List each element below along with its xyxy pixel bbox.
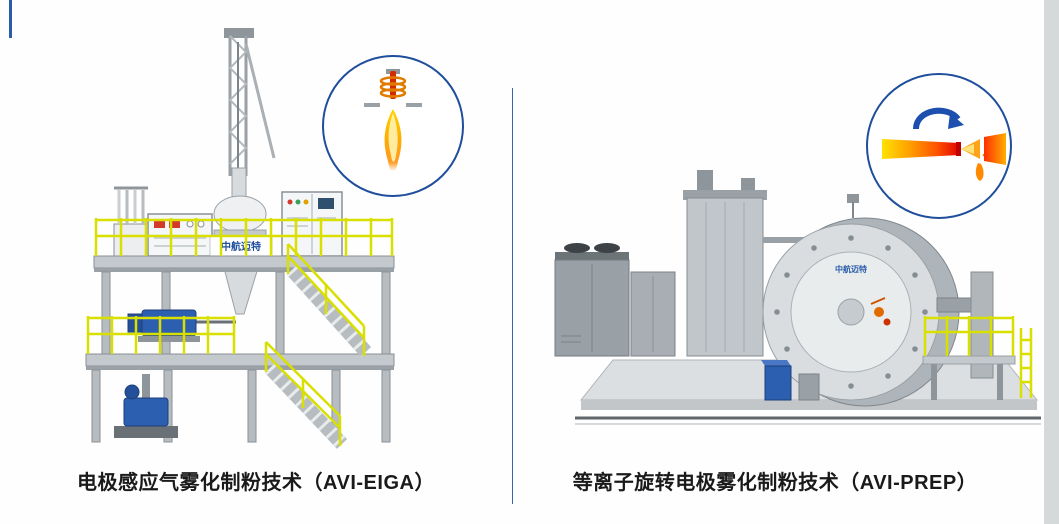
eiga-control-cabinet xyxy=(281,191,343,257)
prep-filter-tower xyxy=(683,170,767,357)
eiga-upper-deck xyxy=(93,255,395,272)
eiga-machine-illustration: 中航迈特 xyxy=(30,18,480,463)
eiga-machine-svg: 中航迈特 xyxy=(85,28,395,449)
eiga-blue-motor xyxy=(127,309,236,342)
rotation-arrow xyxy=(913,107,964,130)
brand-logo-text: 中航迈特 xyxy=(221,240,261,253)
eiga-upper-railing xyxy=(94,218,394,256)
prep-access-platform xyxy=(922,316,1033,400)
induction-atomization-inset xyxy=(322,55,464,197)
far-electrode-block xyxy=(984,133,1006,165)
eiga-stairs-upper xyxy=(286,243,372,357)
eiga-bottom-pump xyxy=(114,374,178,438)
eiga-lower-deck xyxy=(85,353,395,370)
induction-coil xyxy=(364,69,422,107)
prep-machine-illustration: 中航迈特 xyxy=(535,160,1045,460)
induction-coil-flame-icon xyxy=(364,69,422,172)
top-left-accent-line xyxy=(9,0,12,38)
prep-machine-svg: 中航迈特 xyxy=(554,170,1041,425)
prep-power-cabinets xyxy=(554,243,676,357)
eiga-stairs-lower xyxy=(264,341,348,449)
rotating-electrode-inset xyxy=(866,73,1012,219)
eiga-lower-railing xyxy=(86,316,236,354)
eiga-gas-manifold xyxy=(113,186,149,257)
prep-front-units xyxy=(761,360,820,401)
atomization-flame xyxy=(384,109,402,172)
prep-chamber-bolts xyxy=(774,235,928,389)
prep-heat-detail xyxy=(870,297,891,326)
eiga-melt-vessel: 中航迈特 xyxy=(209,167,273,315)
rotating-electrode-plasma-icon xyxy=(882,107,1006,181)
caption-eiga: 电极感应气雾化制粉技术（AVI-EIGA） xyxy=(77,472,435,494)
caption-prep: 等离子旋转电极雾化制粉技术（AVI-PREP） xyxy=(572,472,978,494)
plasma-spray xyxy=(961,139,988,181)
center-divider-line xyxy=(512,88,513,504)
prep-yellow-railing xyxy=(923,316,1033,398)
right-gray-band xyxy=(1044,0,1059,524)
rotating-electrode-bar xyxy=(882,139,961,159)
brand-logo-text-chamber: 中航迈特 xyxy=(835,264,867,274)
prep-chamber: 中航迈特 xyxy=(762,194,994,407)
